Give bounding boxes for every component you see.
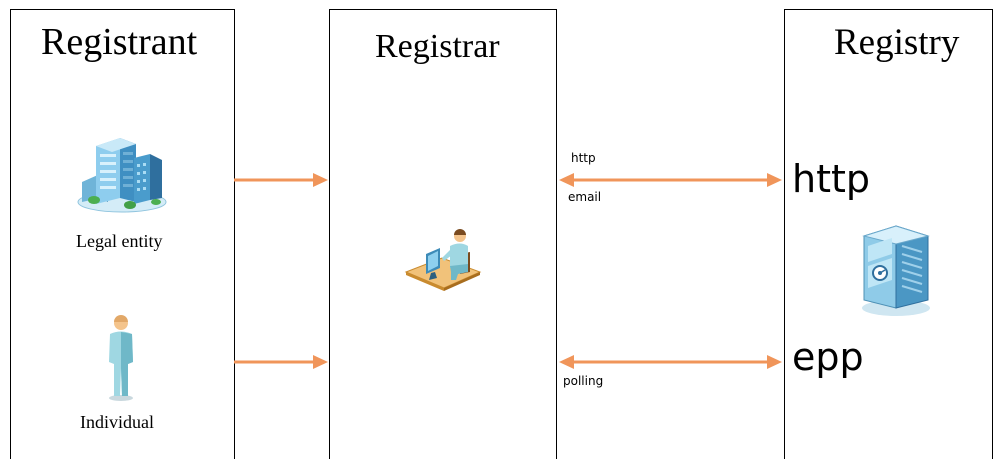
registry-http-protocol: http (792, 157, 871, 201)
legal-entity-label: Legal entity (76, 231, 163, 251)
server-building-icon (862, 225, 930, 316)
arrow-legal-entity-to-registrar (234, 173, 328, 187)
registry-epp-protocol: epp (792, 335, 864, 379)
arrow-registrar-registry-http (559, 173, 782, 187)
polling-link-label: polling (563, 374, 604, 388)
office-building-icon (77, 138, 167, 213)
http-link-label: http (571, 151, 596, 165)
registrar-title: Registrar (375, 28, 500, 65)
registrar-column (329, 9, 557, 459)
email-link-label: email (568, 190, 602, 204)
registrant-title: Registrant (41, 21, 198, 63)
person-at-computer-icon (404, 229, 482, 291)
individual-label: Individual (80, 412, 154, 432)
person-icon (109, 315, 133, 401)
arrow-individual-to-registrar (234, 355, 328, 369)
registry-title: Registry (834, 22, 960, 63)
arrow-registrar-registry-epp (559, 355, 782, 369)
